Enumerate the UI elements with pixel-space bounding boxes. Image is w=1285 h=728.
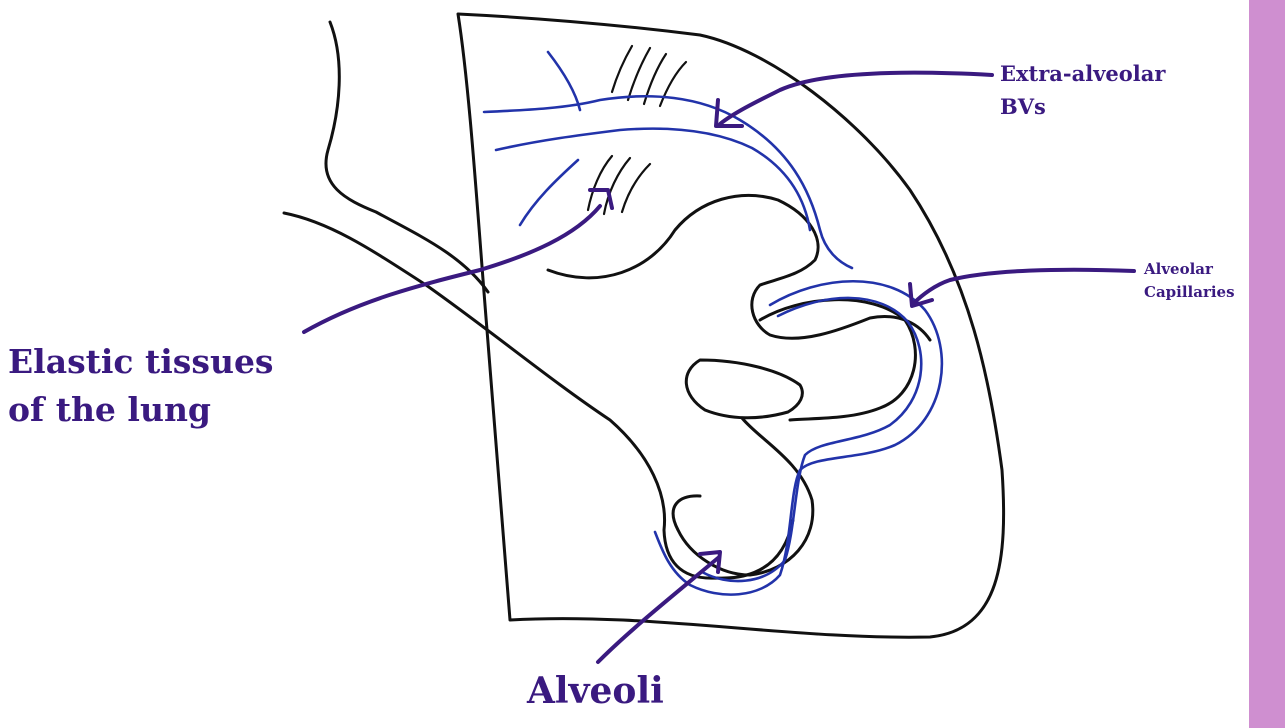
alveolar-capillaries-line2: Capillaries — [1144, 281, 1235, 304]
arrow-elastic — [304, 206, 600, 332]
alveoli-label: Alveoli — [527, 670, 664, 712]
elastic-tissue-line1: Elastic tissues — [8, 338, 274, 386]
elastic-hatch-7 — [622, 164, 650, 212]
extra-alveolar-line2: BVs — [1000, 91, 1165, 124]
pointer-arrows — [304, 73, 1134, 662]
arrow-capillaries — [914, 270, 1134, 303]
lung-boundary — [458, 14, 1004, 637]
arrow-extra-alveolar — [720, 73, 992, 124]
blood-vessels — [484, 52, 942, 595]
capillary-outer — [655, 281, 942, 594]
pleura-line — [284, 213, 793, 578]
extra-alveolar-label: Extra-alveolar BVs — [1000, 58, 1165, 123]
alveolar-capillaries-line1: Alveolar — [1144, 258, 1235, 281]
alveolar-capillaries-label: Alveolar Capillaries — [1144, 258, 1235, 305]
alveolus-middle — [686, 360, 802, 418]
capillary-inner — [702, 298, 921, 581]
elastic-tissue-label: Elastic tissues of the lung — [8, 338, 274, 434]
elastic-hatch-1 — [612, 46, 632, 92]
vessel-branch-up — [548, 52, 580, 110]
elastic-hatch-6 — [604, 158, 630, 214]
vessel-branch-left — [520, 160, 578, 225]
alveolus-lower — [673, 418, 813, 575]
arrow-alveoli — [598, 558, 718, 662]
lung-outline — [284, 14, 1004, 637]
elastic-tissue-line2: of the lung — [8, 386, 274, 434]
elastic-hatch-5 — [588, 156, 612, 210]
vessel-branch-top-inner — [496, 129, 810, 230]
side-strip — [1249, 0, 1285, 728]
extra-alveolar-line1: Extra-alveolar — [1000, 58, 1165, 91]
alveolus-upper — [548, 195, 930, 340]
